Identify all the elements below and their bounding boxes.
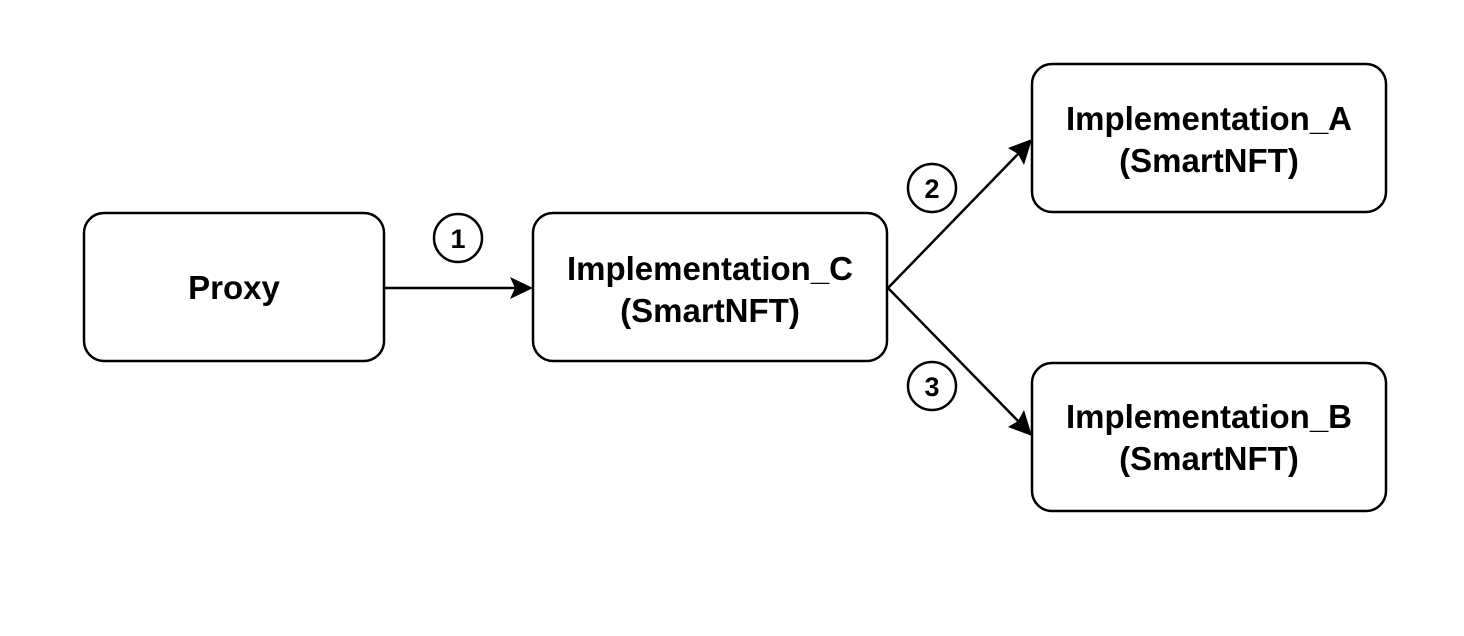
step-badge-2: 2: [906, 162, 958, 214]
node-box: [1030, 62, 1388, 214]
edge-proxy-to-implementation-c: [384, 277, 533, 299]
arrow-line: [887, 287, 1021, 424]
step-number: 3: [924, 372, 939, 402]
arrow-line: [887, 151, 1021, 289]
node-sublabel: (SmartNFT): [1119, 142, 1299, 179]
step-circle: [906, 360, 958, 412]
node-label: Implementation_C: [567, 250, 853, 287]
node-box: [1030, 361, 1388, 513]
node-sublabel: (SmartNFT): [1119, 440, 1299, 477]
step-circle: [906, 162, 958, 214]
node-implementation-c[interactable]: Implementation_C (SmartNFT): [531, 211, 889, 363]
step-number: 2: [924, 174, 939, 204]
node-label: Implementation_A: [1066, 100, 1352, 137]
arrowhead-icon: [1008, 410, 1032, 436]
step-badge-1: 1: [432, 212, 484, 264]
edge-implementation-c-to-implementation-b: [887, 287, 1032, 436]
node-label: Implementation_B: [1066, 398, 1352, 435]
node-sublabel: (SmartNFT): [620, 292, 800, 329]
node-implementation-a[interactable]: Implementation_A (SmartNFT): [1030, 62, 1388, 214]
node-proxy[interactable]: Proxy: [82, 211, 386, 363]
node-implementation-b[interactable]: Implementation_B (SmartNFT): [1030, 361, 1388, 513]
node-box: [531, 211, 889, 363]
arrowhead-icon: [510, 277, 533, 299]
node-box: [82, 211, 386, 363]
edge-implementation-c-to-implementation-a: [887, 139, 1032, 289]
step-number: 1: [450, 224, 465, 254]
node-label: Proxy: [188, 269, 280, 306]
arrowhead-icon: [1008, 139, 1032, 165]
step-badge-3: 3: [906, 360, 958, 412]
step-circle: [432, 212, 484, 264]
